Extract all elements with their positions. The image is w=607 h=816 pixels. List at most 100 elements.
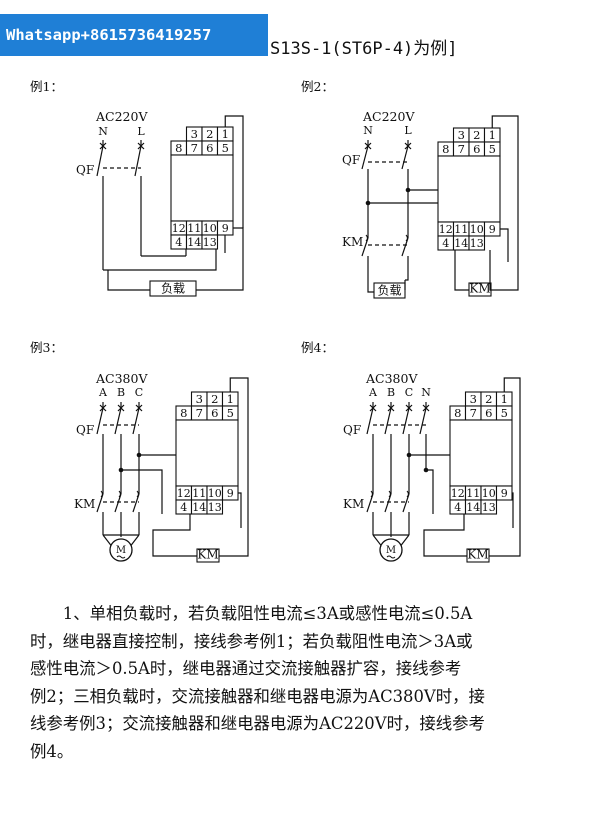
terminal-label: 7	[470, 406, 477, 420]
wire	[224, 115, 244, 191]
switch-blade	[361, 237, 369, 257]
switch-blade	[401, 237, 409, 257]
terminal-label: 6	[206, 141, 213, 155]
supply-label: AC380V	[365, 371, 418, 386]
phase-label: N	[98, 125, 108, 138]
terminal-label: 3	[458, 128, 465, 142]
relay-body	[437, 155, 501, 223]
qf-label: QF	[342, 153, 360, 167]
coil-box-label: KM	[467, 548, 488, 562]
phase-label: L	[404, 124, 412, 137]
motor-label: M	[386, 545, 396, 556]
example-label: 例1：	[30, 79, 63, 94]
motor-circle	[379, 538, 403, 562]
terminal-label: 9	[222, 222, 229, 235]
wire	[454, 250, 469, 291]
terminal-label: 4	[180, 501, 187, 514]
relay-body	[170, 154, 234, 222]
wire	[489, 377, 521, 557]
motor-label: M	[116, 545, 126, 556]
wire	[367, 262, 374, 293]
ac-wave	[116, 555, 126, 559]
phase-label: N	[363, 124, 373, 137]
description-paragraph: 1、单相负载时，若负载阻性电流≤3A或感性电流≤0.5A 时，继电器直接控制，接…	[30, 600, 582, 765]
qf-label: QF	[76, 163, 94, 177]
paragraph-line: 例4。	[30, 741, 74, 761]
switch-blade	[114, 493, 122, 513]
terminal-label: 8	[180, 406, 187, 420]
phase-label: C	[405, 386, 413, 399]
switch-blade	[384, 407, 392, 435]
example-label: 例3：	[30, 340, 63, 355]
terminal-label: 13	[208, 501, 222, 514]
phase-label: A	[368, 386, 378, 399]
terminal-cell	[480, 499, 498, 515]
supply-label: AC220V	[362, 109, 415, 124]
terminal-label: 2	[473, 128, 480, 142]
km-label: KM	[74, 497, 95, 511]
phase-label: B	[117, 386, 125, 399]
coil-box-label: KM	[469, 282, 490, 296]
terminal-label: 1	[489, 128, 496, 142]
wire	[238, 492, 242, 528]
switch-blade	[419, 407, 427, 435]
wire	[196, 227, 244, 291]
paragraph-line: 感性电流＞0.5A时，继电器通过交流接触器扩容，接线参考	[30, 659, 462, 678]
switch-blade	[402, 407, 410, 435]
terminal-label: 11	[192, 487, 206, 500]
page-title: S13S-1(ST6P-4)为例]	[270, 39, 458, 59]
terminal-label: 2	[211, 392, 218, 406]
example-label: 例2：	[301, 79, 334, 94]
terminal-label: 6	[211, 406, 218, 420]
terminal-label: 8	[175, 141, 182, 155]
km-label: KM	[343, 497, 364, 511]
terminal-cell	[468, 235, 486, 251]
wire	[500, 228, 509, 262]
terminal-label: 8	[454, 406, 461, 420]
relay-body	[175, 419, 239, 487]
terminal-label: 4	[175, 236, 182, 249]
terminal-label: 1	[501, 392, 508, 406]
load-box	[373, 282, 406, 299]
terminal-label: 12	[439, 223, 453, 236]
terminal-label: 14	[454, 237, 468, 250]
paragraph-line: 时，继电器直接控制，接线参考例1；若负载阻性电流＞3A或	[30, 631, 473, 651]
terminal-label: 5	[227, 406, 234, 420]
terminal-label: 13	[470, 237, 484, 250]
terminal-label: 12	[451, 487, 465, 500]
wire	[121, 469, 163, 514]
terminal-label: 7	[191, 141, 198, 155]
load-box-label: 负载	[377, 284, 401, 298]
wire	[423, 514, 467, 557]
switch-blade	[401, 145, 409, 170]
qf-label: QF	[76, 423, 94, 437]
motor-circle	[109, 538, 133, 562]
wire	[219, 377, 249, 557]
wire	[107, 270, 150, 291]
motor: M	[109, 538, 133, 562]
terminal-label: 5	[222, 141, 229, 155]
terminal-cell	[206, 499, 224, 515]
switch-blade	[132, 493, 140, 513]
terminal-label: 10	[470, 223, 484, 236]
terminal-label: 14	[187, 236, 201, 249]
terminal-label: 13	[482, 501, 496, 514]
wire	[103, 249, 217, 271]
qf-label: QF	[343, 423, 361, 437]
switch-blade	[366, 407, 374, 435]
terminal-label: 13	[203, 236, 217, 249]
terminal-label: 11	[454, 223, 468, 236]
load-box	[149, 280, 197, 297]
terminal-label: 4	[454, 501, 461, 514]
terminal-label: 11	[466, 487, 480, 500]
terminal-label: 3	[191, 127, 198, 141]
switch-blade	[361, 145, 369, 170]
terminal-label: 10	[208, 487, 222, 500]
terminal-label: 8	[442, 142, 449, 156]
supply-label: AC220V	[95, 109, 148, 124]
wire	[490, 115, 519, 291]
